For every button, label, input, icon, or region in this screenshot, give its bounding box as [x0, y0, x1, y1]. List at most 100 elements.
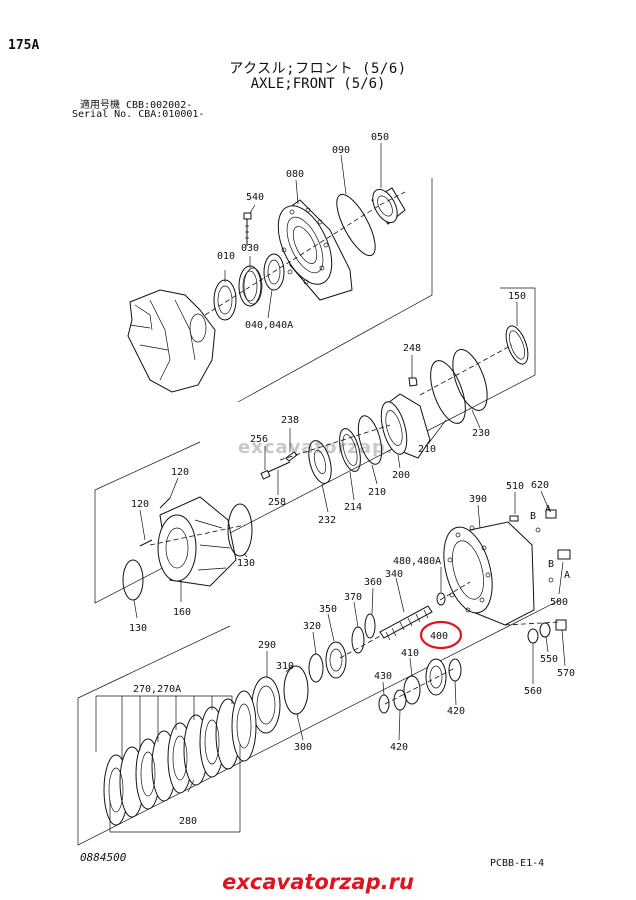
label-230: 230: [472, 428, 490, 439]
snap-ring-360: [364, 613, 376, 639]
label-200: 200: [392, 470, 410, 481]
plug-570: [555, 619, 567, 631]
label-130-right: 130: [237, 558, 255, 569]
label-290: 290: [258, 640, 276, 651]
bolt-510: [509, 515, 519, 522]
o-ring-130-right: [227, 503, 253, 557]
carrier-160: [157, 496, 237, 587]
shaft-340: [379, 605, 433, 641]
retaining-ring-150: [505, 325, 529, 365]
title-english: AXLE;FRONT (5/6): [250, 76, 386, 92]
label-480: 480,480A: [393, 556, 441, 567]
catalog-code: PCBB-E1-4: [490, 858, 545, 869]
label-540: 540: [246, 192, 264, 203]
label-010: 010: [217, 251, 235, 262]
bearing-050: [371, 187, 406, 225]
wheel-hub-080: [277, 199, 353, 301]
bolt-540: [243, 212, 252, 246]
label-320: 320: [303, 621, 321, 632]
label-390: 390: [469, 494, 487, 505]
label-248: 248: [403, 343, 421, 354]
breather-620: [535, 509, 557, 533]
highlight-ring-400: [419, 620, 463, 650]
leader-lines: [133, 143, 566, 793]
plate-232: [308, 440, 332, 484]
label-238: 238: [281, 415, 299, 426]
brake-disc-stack-270-280: [103, 690, 257, 826]
label-258: 258: [268, 497, 286, 508]
label-300: 300: [294, 742, 312, 753]
washer-550: [539, 622, 551, 638]
label-370: 370: [344, 592, 362, 603]
label-500: 500: [550, 597, 568, 608]
o-ring-210-upper: [430, 360, 466, 424]
label-210-upper: 210: [418, 444, 436, 455]
ring-gear-230: [452, 349, 488, 411]
label-256: 256: [250, 434, 268, 445]
label-420-right: 420: [447, 706, 465, 717]
gear-400-highlighted: [425, 658, 447, 696]
section-outline-upper: [237, 178, 433, 403]
label-550: 550: [540, 654, 558, 665]
bearing-010: [213, 279, 237, 321]
label-120-left: 120: [131, 499, 149, 510]
o-ring-210-lower: [357, 415, 383, 465]
label-350: 350: [319, 604, 337, 615]
label-620: 620: [531, 480, 549, 491]
label-120-top: 120: [171, 467, 189, 478]
part-labels: 010 030 040,040A 050 080 090 540 150 248…: [129, 132, 575, 827]
housing-390: [443, 521, 535, 626]
bracket-270: [95, 695, 233, 760]
thrust-washer-370: [351, 626, 365, 654]
snap-ring-430: [378, 694, 390, 714]
assembly-axis-lines: [149, 191, 561, 705]
steering-knuckle-assembly: [127, 289, 216, 393]
thrust-plate-320: [308, 653, 324, 683]
page-number: 175A: [8, 38, 40, 53]
spacer-214: [339, 428, 361, 472]
label-A-lower: A: [564, 570, 570, 581]
drawing-number: 0884500: [80, 851, 127, 864]
label-B-lower: B: [548, 559, 554, 570]
label-420-left: 420: [390, 742, 408, 753]
plug-500: [548, 549, 571, 583]
label-570: 570: [557, 668, 575, 679]
label-210-lower: 210: [368, 487, 386, 498]
o-ring-090: [336, 193, 376, 257]
label-090: 090: [332, 145, 350, 156]
label-080: 080: [286, 169, 304, 180]
bracket-280: [109, 744, 241, 833]
label-214: 214: [344, 502, 362, 513]
snap-ring-310: [283, 665, 309, 715]
brand-link[interactable]: excavatorzap.ru: [222, 870, 414, 894]
ring-560: [527, 628, 539, 644]
bolt-256: [260, 461, 291, 480]
label-510: 510: [506, 481, 524, 492]
label-050: 050: [371, 132, 389, 143]
label-360: 360: [364, 577, 382, 588]
label-160: 160: [173, 607, 191, 618]
sun-gear-350: [325, 641, 347, 679]
seal-030: [238, 265, 263, 307]
label-310: 310: [276, 661, 294, 672]
label-150: 150: [508, 291, 526, 302]
bearing-040: [263, 253, 285, 291]
label-340: 340: [385, 569, 403, 580]
watermark: excavatorzap.ru: [238, 437, 418, 458]
label-400: 400: [430, 631, 448, 642]
label-280: 280: [179, 816, 197, 827]
o-ring-420-left: [393, 689, 407, 711]
title-japanese: アクスル;フロント (5/6): [229, 61, 407, 77]
label-130-left: 130: [129, 623, 147, 634]
label-030: 030: [241, 243, 259, 254]
plug-248: [408, 377, 418, 387]
o-ring-130-left: [122, 559, 144, 601]
label-A-upper: A: [545, 504, 551, 515]
label-270: 270,270A: [133, 684, 181, 695]
spring-pin-120: [139, 497, 171, 547]
label-232: 232: [318, 515, 336, 526]
section-outline-middle: [94, 287, 536, 604]
label-040: 040,040A: [245, 320, 293, 331]
label-430: 430: [374, 671, 392, 682]
